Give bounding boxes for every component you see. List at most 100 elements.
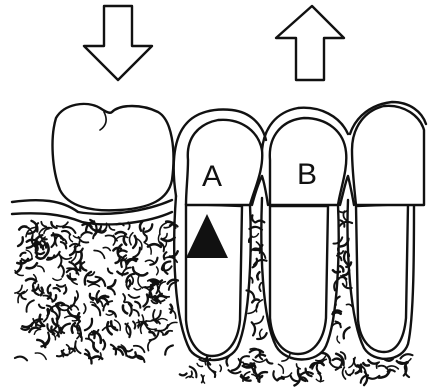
bone-spot (61, 265, 64, 277)
bone-spot (62, 231, 70, 235)
bone-spot (220, 365, 221, 371)
bone-spot (255, 316, 264, 324)
bone-spot (260, 329, 262, 337)
bone-spot (126, 281, 128, 289)
bone-spot (253, 359, 265, 362)
bone-spot (75, 341, 80, 353)
bone-spot (267, 359, 273, 363)
bone-spot (85, 319, 92, 330)
bone-spot (252, 215, 255, 222)
bone-spot (144, 307, 149, 310)
bone-spot (160, 223, 167, 235)
bone-spot (116, 232, 127, 234)
bone-spot (336, 322, 341, 328)
bone-spot (349, 370, 354, 375)
bone-spot (19, 227, 29, 230)
crown-molar-left (53, 104, 174, 210)
root-b (270, 206, 328, 354)
bone-spot (165, 345, 173, 354)
bone-spot (256, 242, 260, 253)
bone-spot (256, 300, 262, 312)
bone-spot (68, 276, 76, 280)
bone-spot (129, 356, 136, 358)
bone-spot (317, 365, 321, 374)
bone-spot (257, 272, 259, 279)
bone-spot (103, 340, 105, 350)
bone-spot (133, 236, 136, 248)
label-tooth-b: B (297, 158, 317, 191)
bone-spot (144, 236, 146, 242)
bone-spot (240, 356, 249, 361)
bone-spot (31, 221, 37, 232)
bone-spot (201, 375, 203, 383)
bone-spot (368, 360, 378, 364)
bone-spot (61, 242, 66, 248)
bone-spot (70, 246, 75, 255)
bone-spot (167, 322, 177, 328)
bone-spot (106, 314, 113, 316)
bone-spot (36, 257, 44, 259)
bone-spot (123, 306, 127, 314)
label-tooth-a: A (202, 160, 222, 193)
bone-spot (259, 283, 261, 291)
bone-spot (146, 224, 153, 232)
bone-spot (57, 353, 64, 356)
bone-spot (344, 327, 350, 338)
bone-spot (51, 222, 56, 228)
bone-spot (38, 266, 45, 272)
bone-spot (164, 264, 168, 274)
bone-spot (56, 303, 64, 305)
bone-spot (37, 252, 44, 254)
bone-spot (257, 333, 267, 339)
bone-spot (118, 250, 127, 252)
bone-spot (256, 221, 264, 223)
bone-spot (252, 300, 259, 303)
bone-spot (20, 253, 25, 256)
bone-spot (54, 288, 60, 291)
bone-spot (273, 371, 277, 380)
bone-spot (57, 222, 68, 226)
bone-spot (57, 285, 65, 287)
bone-spot (232, 360, 241, 370)
bone-spot (26, 250, 32, 258)
bone-spot (109, 226, 115, 231)
bone-spot (21, 295, 26, 299)
bone-spot (88, 279, 101, 283)
bone-spot (108, 280, 115, 287)
bone-spot (337, 336, 340, 343)
bone-spot (58, 254, 61, 267)
bone-spot (44, 229, 49, 234)
bone-spot (134, 310, 139, 316)
bone-spot (72, 323, 75, 333)
bone-spot (346, 304, 352, 306)
bone-spot (180, 374, 187, 376)
bone-spot (157, 267, 159, 275)
bone-spot (150, 332, 155, 335)
bone-spot (94, 250, 105, 258)
bone-spot (69, 235, 72, 242)
bone-spot (35, 353, 46, 359)
bone-spot (363, 363, 369, 365)
bone-spot (379, 370, 390, 378)
root-c (356, 204, 408, 352)
bone-spot (111, 321, 117, 330)
bone-spot (26, 279, 37, 282)
bone-spot (157, 319, 167, 322)
bone-spot (73, 236, 81, 238)
bone-spot (133, 322, 135, 329)
bone-spot (333, 359, 341, 361)
bone-spot (103, 301, 112, 311)
bone-spot (108, 269, 113, 274)
bone-spot (129, 233, 132, 245)
bone-spot (140, 222, 143, 231)
crown-a (186, 120, 262, 205)
bone-spot (138, 277, 143, 289)
bone-spot (401, 354, 413, 358)
bone-spot (291, 376, 299, 382)
bone-spot (364, 372, 367, 385)
bone-spot (148, 339, 153, 350)
bone-spot (277, 378, 283, 380)
bone-spot (39, 305, 44, 308)
bone-spot (354, 358, 357, 367)
